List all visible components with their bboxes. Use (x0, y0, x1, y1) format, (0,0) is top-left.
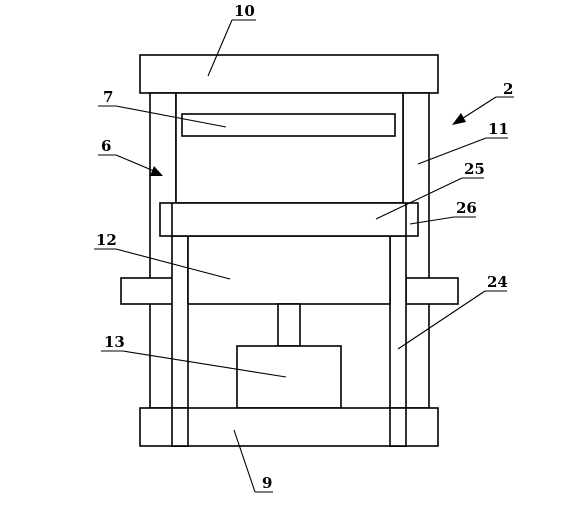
label-lower-block: 12 (96, 231, 117, 249)
label-top-plate: 10 (234, 2, 255, 20)
base-rod-left (171, 407, 189, 447)
lower-block (187, 235, 391, 305)
label-frame: 2 (503, 80, 513, 98)
left-bracket (120, 277, 174, 305)
upper-column-block (175, 92, 404, 204)
leader-bushing (409, 216, 455, 225)
label-guide-rod: 24 (487, 273, 508, 291)
leader-base (233, 429, 256, 493)
slide-plate (159, 202, 419, 237)
label-upper-plate: 7 (103, 88, 113, 106)
label-bushing: 26 (456, 199, 477, 217)
leader-frame (459, 96, 497, 121)
label-base: 9 (262, 474, 272, 492)
label-column: 11 (488, 120, 509, 138)
piston-rod (277, 303, 301, 347)
leader-side-post (115, 154, 155, 172)
arrow-side-post (150, 166, 163, 176)
leader-lower-block (115, 248, 231, 280)
upper-plate (181, 113, 396, 137)
cylinder (236, 345, 342, 409)
right-bracket (405, 277, 459, 305)
arrow-frame (452, 113, 466, 125)
top-plate (139, 54, 439, 94)
leader-column (417, 137, 487, 165)
label-cylinder: 13 (104, 333, 125, 351)
label-side-post: 6 (101, 137, 111, 155)
label-slide-plate: 25 (464, 160, 485, 178)
right-outer-post (402, 92, 430, 409)
leader-top-plate (207, 19, 233, 77)
leader-slide-plate (375, 177, 463, 220)
leader-upper-plate (115, 105, 227, 128)
base-rod-right (389, 407, 407, 447)
leader-cylinder (122, 350, 287, 378)
leader-guide-rod (397, 290, 486, 350)
base-plate (139, 407, 439, 447)
